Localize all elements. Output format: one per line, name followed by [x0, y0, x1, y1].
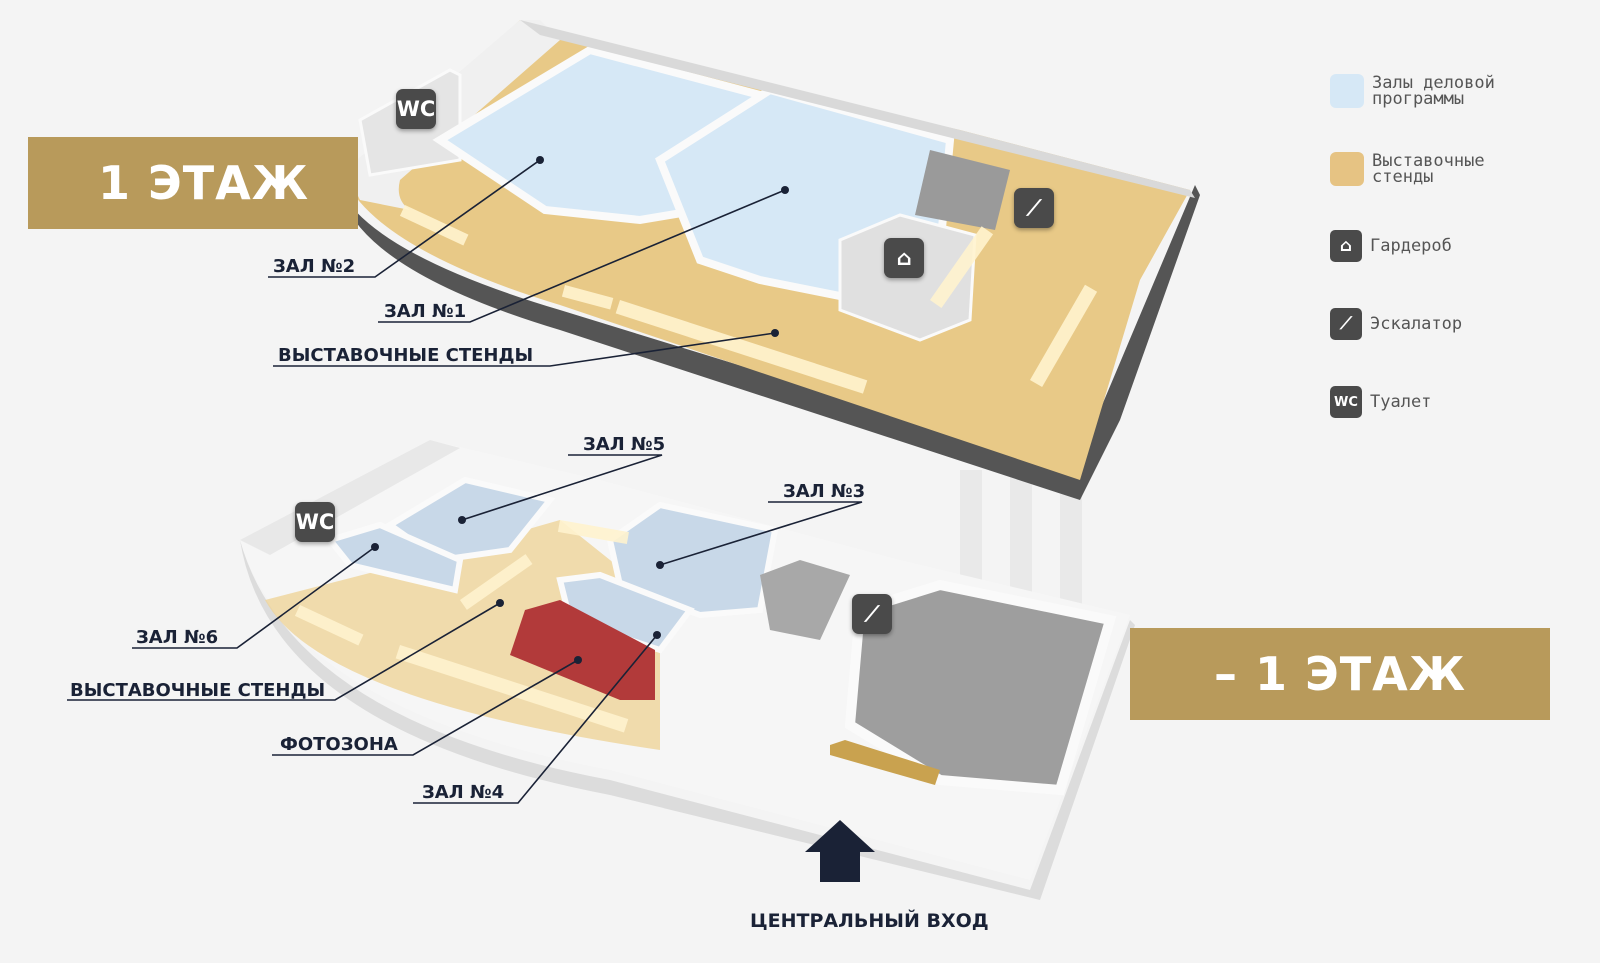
floor-minus1-large-hall: [844, 579, 1117, 796]
legend-exhibit-stands: Выставочные стенды: [1330, 152, 1485, 186]
callout-exhibit-top: ВЫСТАВОЧНЫЕ СТЕНДЫ: [278, 345, 534, 366]
floor-minus1-callout-lines: [67, 454, 863, 804]
central-entrance-arrow: [805, 820, 875, 882]
legend-label: Гардероб: [1370, 236, 1452, 256]
exhibit-stand-swatch: [1330, 152, 1364, 186]
photozone-area: [510, 600, 655, 700]
floor-minus1-wc-icon: WC: [295, 502, 335, 542]
floor-minus1-plan: [67, 440, 1135, 900]
central-entrance-label: ЦЕНТРАЛЬНЫЙ ВХОД: [750, 910, 989, 932]
legend-label: Эскалатор: [1370, 314, 1463, 334]
floor-1-banner: 1 ЭТАЖ: [28, 137, 358, 229]
floor-minus1-exhibit-stands: [294, 519, 629, 733]
callout-photozone: ФОТОЗОНА: [280, 734, 398, 755]
hall-6-area: [324, 521, 464, 594]
floor-minus1-banner: – 1 ЭТАЖ: [1130, 628, 1550, 720]
callout-hall-6: ЗАЛ №6: [136, 627, 219, 648]
floor-1-label: 1 ЭТАЖ: [98, 156, 310, 210]
floor1-exhibit-stands: [399, 204, 1098, 394]
floor1-wc-icon: WC: [396, 89, 436, 129]
legend-label: Выставочные стенды: [1372, 151, 1485, 187]
hanger-icon: ⌂: [1330, 230, 1362, 262]
callout-hall-5: ЗАЛ №5: [583, 434, 666, 455]
callout-hall-2: ЗАЛ №2: [273, 256, 356, 277]
legend-escalator: ⟋ Эскалатор: [1330, 308, 1462, 340]
floor-1-plan: [268, 20, 1200, 500]
floor-minus1-escalator-area: [760, 560, 850, 640]
legend-label: Залы деловой программы: [1372, 73, 1495, 109]
legend-wardrobe: ⌂ Гардероб: [1330, 230, 1452, 262]
legend-toilet: WC Туалет: [1330, 386, 1431, 418]
floor-minus1-escalator-icon: ⟋: [852, 594, 892, 634]
floor1-callout-lines: [268, 159, 786, 367]
legend-label: Туалет: [1370, 392, 1432, 412]
callout-hall-1: ЗАЛ №1: [384, 301, 467, 322]
wc-icon: WC: [1330, 386, 1362, 418]
floor1-escalator-area: [915, 150, 1010, 230]
legend-business-halls: Залы деловой программы: [1330, 74, 1495, 108]
floor1-callout-dots: [536, 156, 789, 337]
floor1-escalator-icon: ⟋: [1014, 188, 1054, 228]
floor-minus1-label: – 1 ЭТАЖ: [1213, 647, 1467, 701]
callout-hall-4: ЗАЛ №4: [422, 782, 505, 803]
callout-hall-3: ЗАЛ №3: [783, 481, 866, 502]
floor1-hanger-icon: ⌂: [884, 238, 924, 278]
callout-exhibit-bottom: ВЫСТАВОЧНЫЕ СТЕНДЫ: [70, 680, 326, 701]
business-hall-swatch: [1330, 74, 1364, 108]
floor-minus1-callout-dots: [371, 516, 664, 664]
escalator-icon: ⟋: [1330, 308, 1362, 340]
